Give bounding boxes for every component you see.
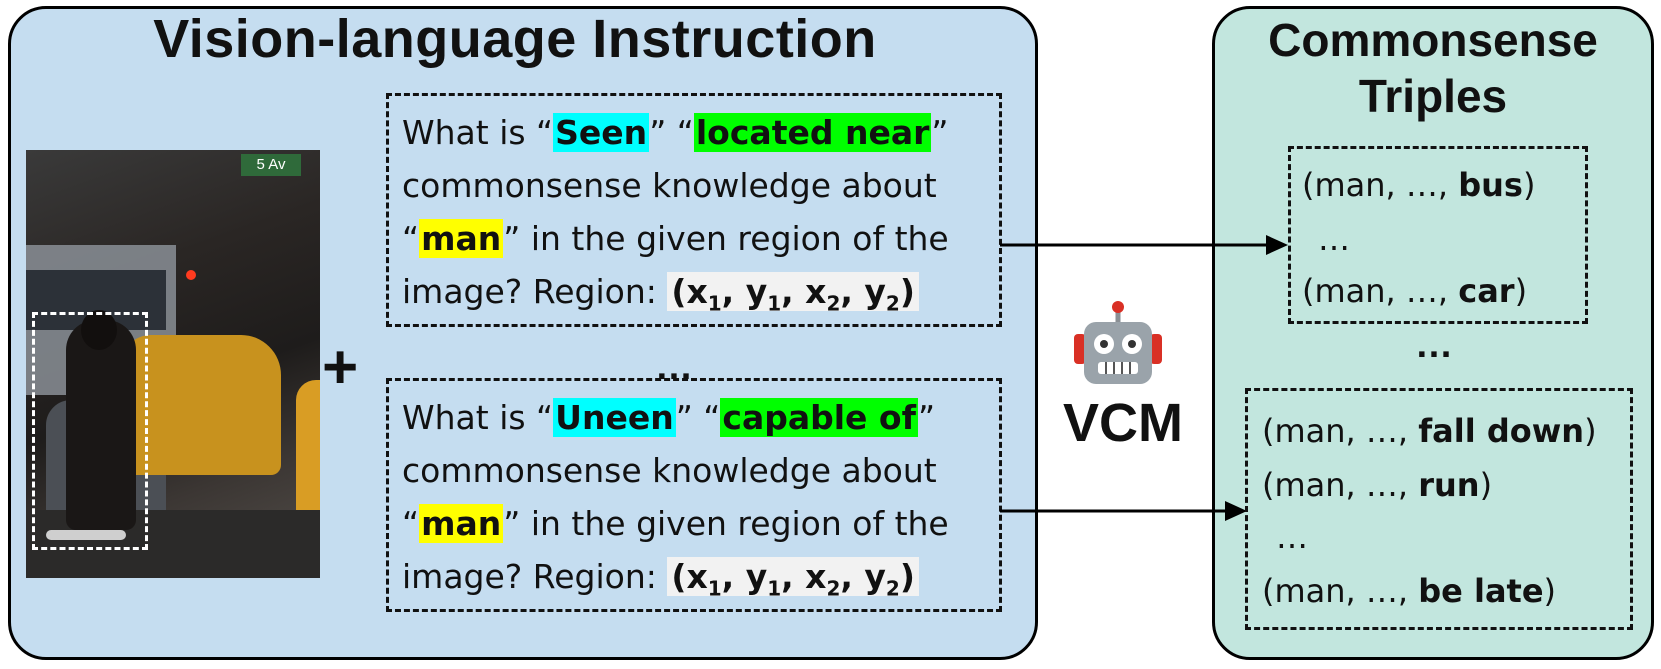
street-sign-label: 5 Av: [256, 156, 286, 173]
skateboard-shape: [46, 530, 126, 540]
person-shape: [66, 320, 136, 530]
instruction-text: ” in the given region of the image? Regi…: [402, 504, 949, 596]
triple-item: (man, …, fall down): [1262, 412, 1597, 450]
subject-tag: man: [419, 219, 504, 258]
instruction-box-1: What is “Seen” “located near” commonsens…: [386, 93, 1002, 327]
triple-item: (man, …, bus): [1302, 166, 1536, 204]
triples-title-line2: Triples: [1358, 70, 1508, 122]
triple-item: (man, …, car): [1302, 272, 1528, 310]
triple-item: (man, …, be late): [1262, 572, 1557, 610]
instruction-ellipsis: …: [655, 346, 693, 388]
plus-sign: +: [322, 333, 359, 402]
triples-title-line1: Commonsense: [1268, 14, 1598, 66]
triples-panel-title: Commonsense Triples: [1212, 12, 1654, 124]
region-coordinates: (x1, y1, x2, y2): [667, 557, 919, 601]
triples-panel: [1212, 6, 1654, 660]
instruction-text-2: What is “Uneen” “capable of” commonsense…: [402, 391, 992, 616]
instruction-box-2: What is “Uneen” “capable of” commonsense…: [386, 378, 1002, 612]
instruction-text: ” commonsense knowledge about “: [402, 113, 949, 258]
triples-box-2: [1245, 388, 1633, 630]
arrow-to-triples-1: [1000, 235, 1288, 255]
model-label: VCM: [1063, 393, 1183, 453]
relation-tag: capable of: [720, 398, 918, 437]
arrow-to-triples-2: [1000, 501, 1247, 521]
triple-ellipsis: …: [1276, 518, 1308, 556]
triple-item: (man, …, run): [1262, 466, 1493, 504]
robot-icon: [1074, 301, 1162, 384]
visibility-tag: Uneen: [553, 398, 676, 437]
region-coordinates: (x1, y1, x2, y2): [667, 272, 919, 316]
instruction-text: ” in the given region of the image? Regi…: [402, 219, 949, 311]
street-sign: [241, 154, 301, 176]
triples-ellipsis: …: [1415, 324, 1453, 366]
triple-ellipsis: …: [1318, 220, 1350, 258]
region-bounding-box: [32, 312, 148, 550]
visibility-tag: Seen: [553, 113, 650, 152]
triples-box-1: [1288, 146, 1588, 324]
instruction-text: ” “: [649, 113, 694, 152]
instruction-text-1: What is “Seen” “located near” commonsens…: [402, 106, 992, 331]
subject-tag: man: [419, 504, 504, 543]
instruction-text: What is “: [402, 398, 554, 437]
instruction-text: What is “: [402, 113, 554, 152]
instruction-text: ” “: [675, 398, 721, 437]
street-photo: 5 Av: [26, 150, 320, 578]
traffic-light-icon: [186, 270, 196, 280]
instruction-panel-title: Vision-language Instruction: [153, 9, 877, 69]
instruction-text: ” commonsense knowledge about “: [402, 398, 937, 543]
person-head-shape: [81, 310, 117, 350]
relation-tag: located near: [693, 113, 932, 152]
